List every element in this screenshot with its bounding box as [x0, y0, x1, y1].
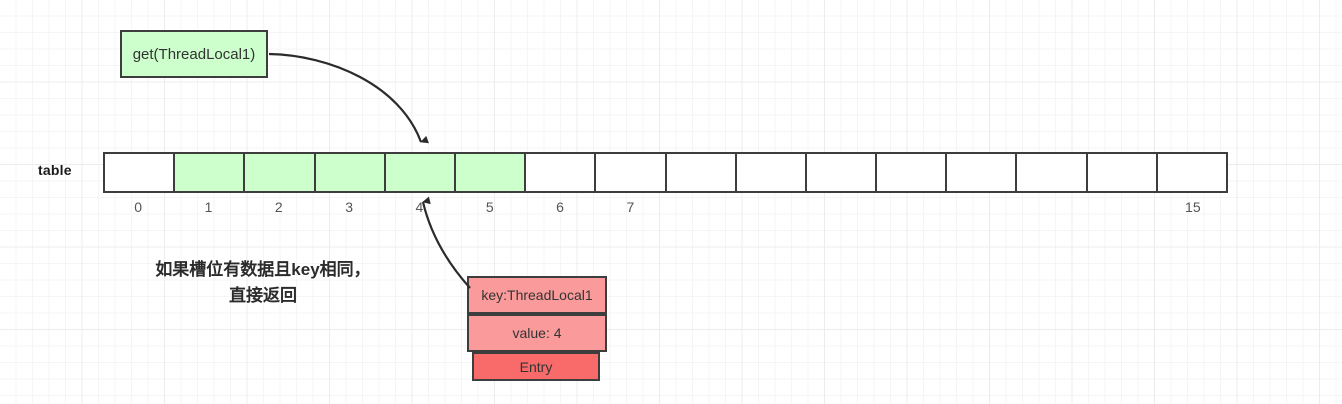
- table-index-label-5: 5: [485, 199, 494, 215]
- table-slot-15: [1157, 154, 1226, 191]
- call-box-label: get(ThreadLocal1): [132, 45, 256, 63]
- entry-to-slot-arrow: [421, 196, 471, 289]
- table-slot-13: [1017, 154, 1088, 191]
- table-slot-12: [947, 154, 1018, 191]
- table-slot-6: [526, 154, 597, 191]
- table-slot-7: [596, 154, 667, 191]
- table-index-label-2: 2: [274, 199, 283, 215]
- entry-key-box: key:ThreadLocal1: [467, 276, 607, 314]
- table-index-label-6: 6: [556, 199, 564, 215]
- table-index-label-0: 0: [134, 199, 143, 215]
- call-to-slot-arrow: [268, 52, 429, 144]
- note-line-2: 直接返回: [229, 286, 297, 305]
- table-slot-9: [736, 154, 807, 191]
- table-slot-14: [1087, 154, 1158, 191]
- table-slot-0: [105, 154, 176, 191]
- entry-title-box: Entry: [472, 352, 600, 381]
- table-slot-3: [315, 154, 386, 191]
- note-line-1: 如果槽位有数据且key相同，: [155, 260, 371, 279]
- table-slot-5: [455, 154, 527, 191]
- get-threadlocal-call-box[interactable]: get(ThreadLocal1): [120, 30, 268, 78]
- entry-key-label: key:ThreadLocal1: [481, 287, 593, 303]
- table-slot-4: [385, 154, 456, 191]
- table-label: table: [38, 162, 72, 178]
- table-row: [103, 152, 1228, 193]
- table-slot-1: [175, 154, 246, 191]
- entry-value-box: value: 4: [467, 314, 607, 352]
- table-index-label-1: 1: [204, 199, 213, 215]
- entry-value-label: value: 4: [512, 325, 562, 341]
- table-index-label-15: 15: [1185, 199, 1201, 215]
- table-index-label-4: 4: [415, 199, 424, 215]
- table-slot-10: [806, 154, 878, 191]
- table-index-label-7: 7: [626, 199, 635, 215]
- table-slot-11: [877, 154, 948, 191]
- table-index-label-3: 3: [345, 199, 353, 215]
- note-text: 如果槽位有数据且key相同， 直接返回: [118, 257, 408, 309]
- entry-title-label: Entry: [519, 358, 553, 375]
- table-slot-8: [666, 154, 737, 191]
- table-slot-2: [245, 154, 316, 191]
